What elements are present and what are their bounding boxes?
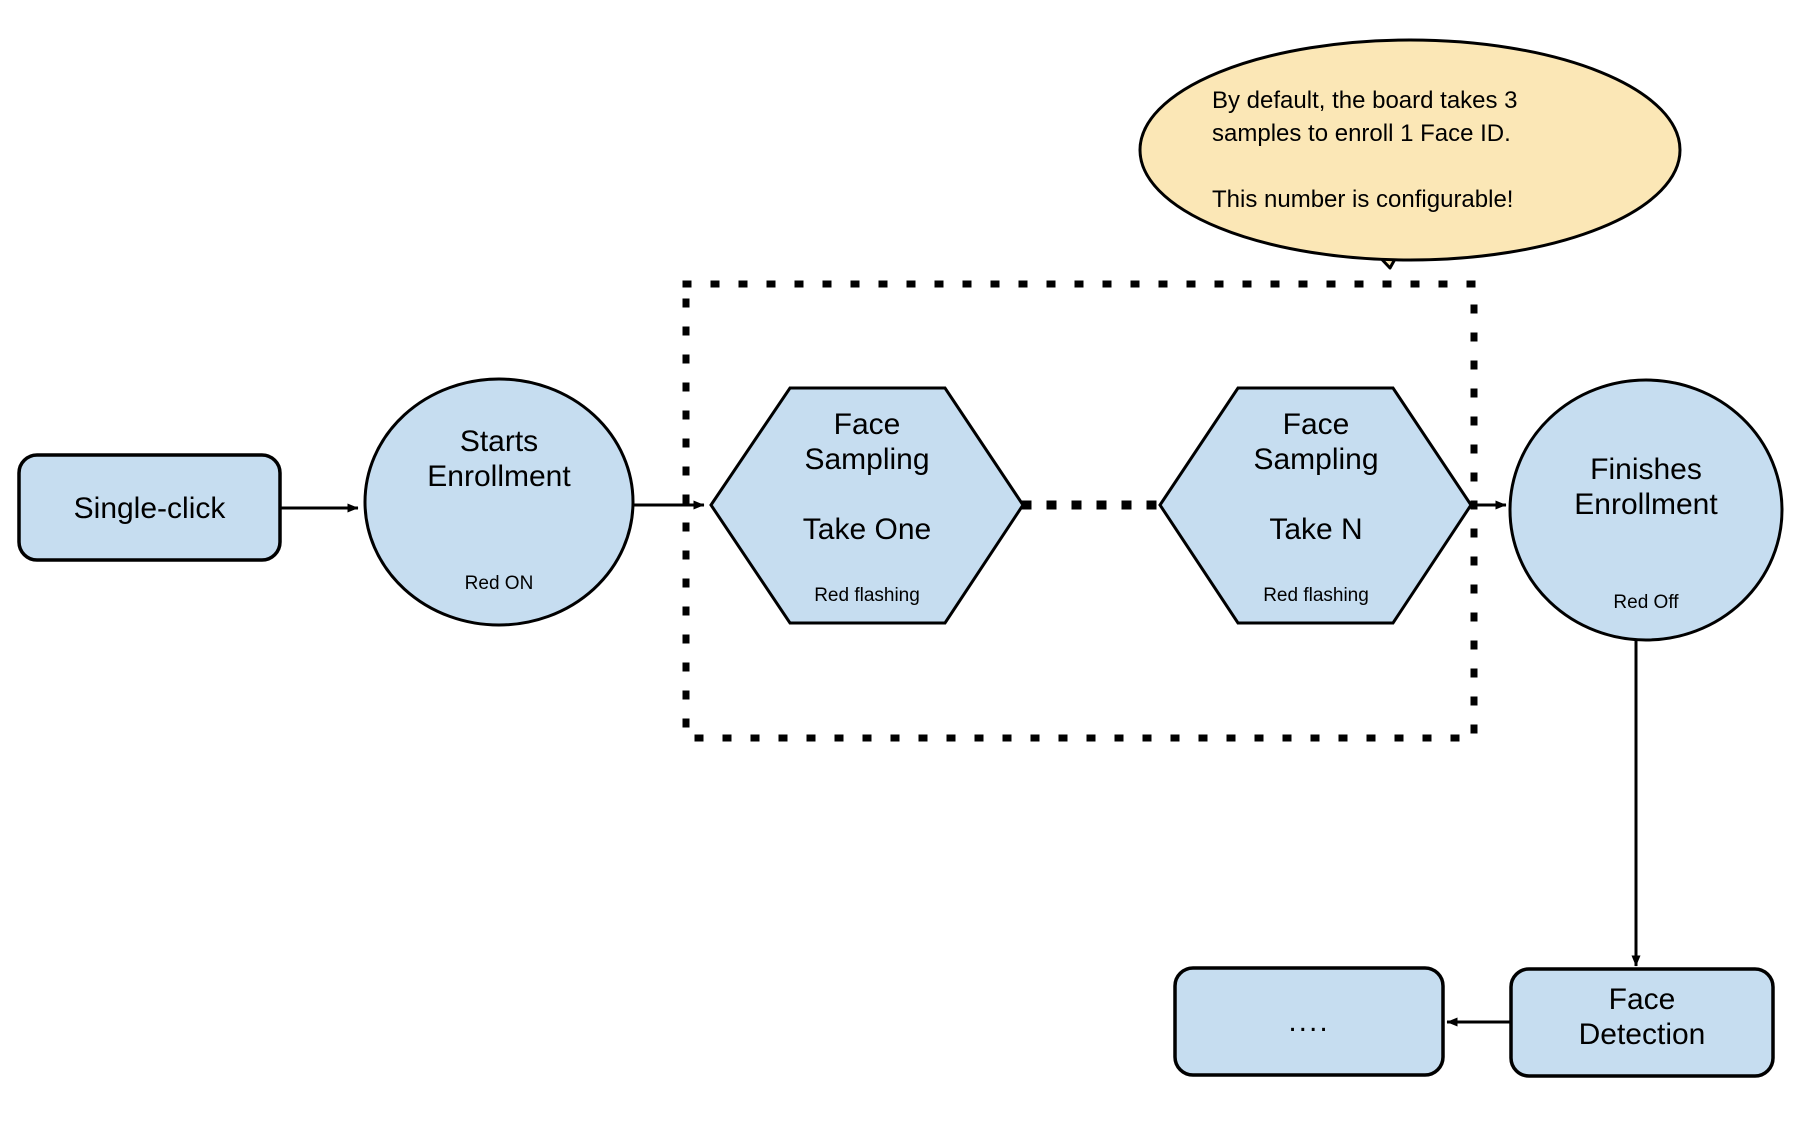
node-starts-enrollment-shape[interactable] — [363, 377, 635, 627]
node-single-click-shape[interactable] — [17, 453, 282, 562]
node-ellipsis-shape[interactable] — [1173, 966, 1445, 1077]
callout-balloon — [1138, 38, 1682, 262]
node-face-detection-shape[interactable] — [1509, 967, 1775, 1078]
node-face-sampling-n-shape[interactable] — [1158, 386, 1473, 625]
node-finishes-enrollment-shape[interactable] — [1508, 378, 1784, 642]
node-face-sampling-one-shape[interactable] — [709, 386, 1025, 625]
sampling-group-box — [682, 280, 1478, 742]
